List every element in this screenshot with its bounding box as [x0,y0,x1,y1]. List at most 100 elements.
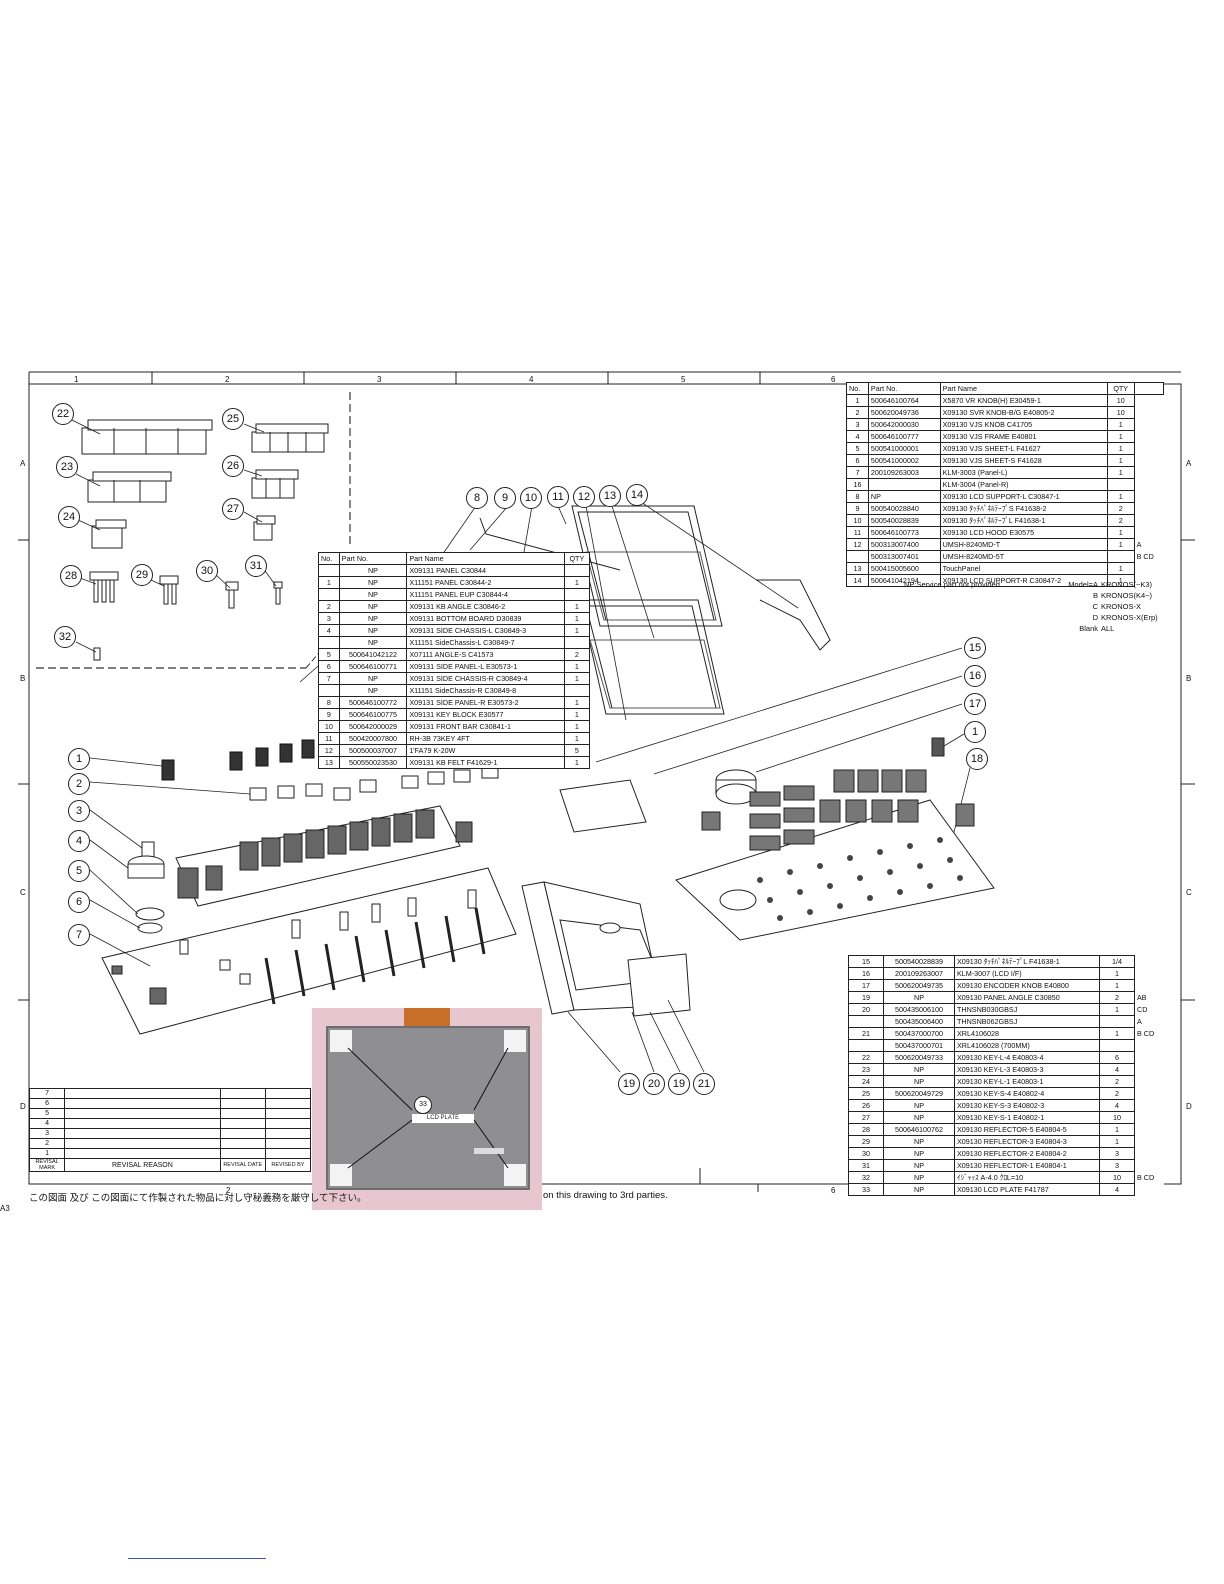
row-model [1135,968,1164,980]
grid-col-bottom-6: 6 [831,1186,836,1195]
row-qty: 1 [1099,1135,1135,1148]
row-no: 7 [318,672,340,685]
row-part-name: XRL4106028 [954,1027,1100,1040]
row-qty: 1 [1106,454,1135,467]
callout: 14 [626,484,648,506]
callout: 18 [966,748,988,770]
row-model [1134,515,1163,527]
row-part-name: X09130 VJS KNOB C41705 [939,418,1108,431]
grid-row-b-left: B [20,674,26,683]
row-no: 28 [848,1123,884,1136]
lcd-plate-callout: 33 [414,1096,432,1114]
row-model [1135,980,1164,992]
row-no: 12 [846,538,869,551]
row-part-no: 500550023530 [338,756,408,769]
col-model [1133,382,1165,395]
revision-reason [64,1098,221,1109]
row-model [1135,1088,1164,1100]
row-no: 27 [848,1111,884,1124]
row-no: 8 [318,696,340,709]
row-qty: 1 [563,756,591,769]
callout: 8 [466,487,488,509]
row-no: 3 [318,612,340,625]
row-part-name: X11151 PANEL C30844-2 [406,576,565,589]
model-key: Model=A [1068,580,1098,589]
row-part-no: 500646100762 [883,1123,955,1136]
row-qty: 1 [1106,418,1135,431]
col-qty: QTY [1106,382,1135,395]
row-part-no: 500313007401 [867,550,941,563]
row-part-no [867,478,941,491]
callout: 21 [693,1073,715,1095]
revision-mark: 4 [28,1118,66,1129]
row-no: 6 [846,454,869,467]
revision-row: 2 [28,1138,312,1149]
row-model: A [1137,1016,1142,1026]
grid-row-c-left: C [20,888,26,897]
grid-col-6: 6 [831,375,836,384]
revision-reason [64,1148,221,1159]
row-part-no: 500435006100 [883,1003,955,1016]
row-no: 26 [848,1099,884,1112]
col-part-no: Part No. [338,552,408,565]
callout: 1 [68,748,90,770]
row-no: 22 [848,1051,884,1064]
callout: 22 [52,403,74,425]
row-part-no: NP [883,1135,955,1148]
lcd-plate-corner [330,1030,352,1052]
row-model: B CD [1137,1028,1155,1038]
callout: 12 [573,486,595,508]
row-part-name: X09131 BOTTOM BOARD D30839 [406,612,565,625]
row-qty: 1 [1099,1123,1135,1136]
row-part-no: 500415005600 [867,562,941,575]
row-part-name: X11151 PANEL EUP C30844-4 [406,588,565,601]
row-part-no: NP [338,564,408,577]
row-no: 16 [846,478,869,491]
revisal-mark-header: REVISAL MARK [28,1158,66,1172]
row-model [1134,407,1163,419]
revision-reason [64,1088,221,1099]
row-part-name: X09131 KB FELT F41629-1 [406,756,565,769]
row-part-name: X11151 SideChassis-R C30849-8 [406,684,565,697]
revision-by [264,1098,312,1109]
row-no: 32 [848,1171,884,1184]
row-qty: 1 [1106,538,1135,551]
row-no: 11 [846,526,869,539]
revision-by [264,1128,312,1139]
row-no: 9 [846,502,869,515]
revision-mark: 1 [28,1148,66,1159]
row-model [1135,1124,1164,1136]
row-qty: 1 [563,672,591,685]
row-qty: 1 [563,696,591,709]
flex-cable [404,1008,450,1028]
row-qty: 1 [1106,466,1135,479]
row-no: 11 [318,732,340,745]
row-model: AB [1137,992,1147,1002]
row-qty: 10 [1099,1171,1135,1184]
row-model [1134,455,1163,467]
callout: 5 [68,860,90,882]
row-part-name: X09131 PANEL C30844 [406,564,565,577]
row-no: 2 [846,406,869,419]
row-part-no: NP [883,1147,955,1160]
row-no: 24 [848,1075,884,1088]
row-qty: 1 [1099,979,1135,992]
model-value: ALL [1101,624,1115,633]
panel-sticker [474,1148,504,1154]
row-part-name: THNSNB062GBSJ [954,1015,1100,1028]
